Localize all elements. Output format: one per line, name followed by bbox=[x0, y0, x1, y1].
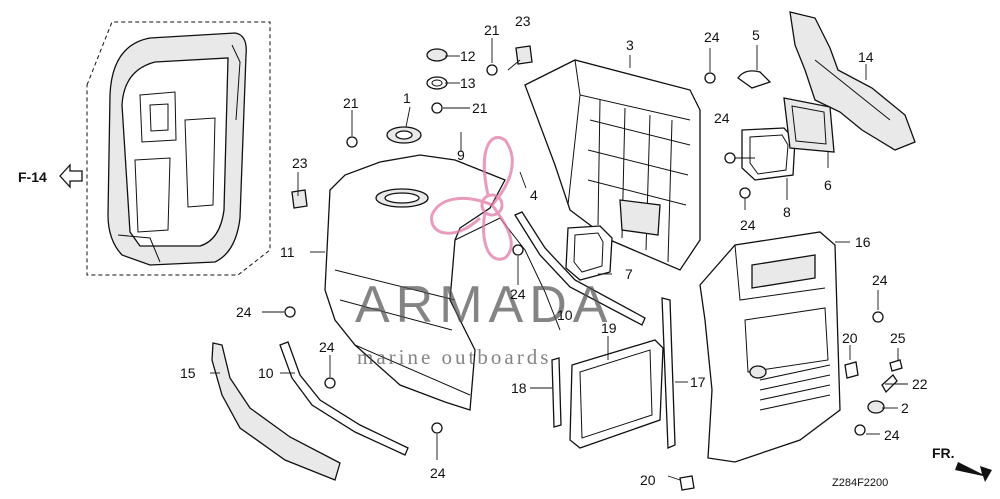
part-2-knob bbox=[867, 400, 885, 414]
part-23-clip-b bbox=[291, 189, 308, 209]
callout-24-bottom-right: 24 bbox=[884, 427, 900, 443]
callout-19: 19 bbox=[601, 320, 617, 336]
callout-14: 14 bbox=[858, 49, 874, 65]
callout-11: 11 bbox=[280, 244, 295, 260]
part-19-frame-seal bbox=[569, 339, 664, 449]
reference-label: F-14 bbox=[18, 169, 47, 185]
part-5-clip bbox=[737, 70, 772, 89]
left-arrow-icon bbox=[59, 163, 83, 189]
callout-9: 9 bbox=[457, 147, 465, 163]
watermark-tagline: marine outboards bbox=[357, 345, 551, 369]
part-13-ring bbox=[426, 76, 448, 90]
callout-22: 22 bbox=[912, 376, 928, 392]
reference-arrow: F-14 bbox=[18, 163, 83, 189]
callout-25: 25 bbox=[890, 330, 906, 346]
part-7-gasket bbox=[565, 225, 613, 281]
watermark-logo bbox=[430, 136, 514, 261]
callout-13: 13 bbox=[460, 75, 476, 91]
part-16-front-panel bbox=[699, 231, 841, 463]
part-10-seals bbox=[279, 211, 646, 456]
part-17-rod bbox=[661, 297, 676, 449]
part-15-side-strip bbox=[211, 342, 341, 481]
part-23-clip-a bbox=[515, 45, 533, 65]
callout-16: 16 bbox=[855, 234, 871, 250]
part-14-side-rail bbox=[789, 11, 916, 151]
callout-12: 12 bbox=[460, 48, 476, 64]
watermark-propeller-icon bbox=[430, 136, 514, 261]
callout-23-left: 23 bbox=[292, 155, 308, 171]
reference-assembly bbox=[86, 21, 271, 276]
callout-2: 2 bbox=[901, 400, 909, 416]
callout-20-bottom: 20 bbox=[640, 472, 656, 488]
callout-5: 5 bbox=[752, 27, 760, 43]
callout-15: 15 bbox=[180, 365, 196, 381]
callout-21-mid: 21 bbox=[472, 100, 488, 116]
callout-24-left: 24 bbox=[236, 304, 252, 320]
part-3-upper-cover bbox=[524, 59, 701, 271]
callout-3: 3 bbox=[626, 37, 634, 53]
callout-24-center: 24 bbox=[510, 286, 526, 302]
callout-21-top: 21 bbox=[484, 22, 500, 38]
callout-24-lower: 24 bbox=[319, 339, 335, 355]
watermark-brand: ARMADA bbox=[355, 276, 613, 334]
callout-10-left: 10 bbox=[258, 365, 274, 381]
callout-17: 17 bbox=[690, 374, 706, 390]
part-22-screw bbox=[881, 374, 898, 394]
part-11-center-cover bbox=[324, 154, 561, 411]
callout-6: 6 bbox=[824, 177, 832, 193]
part-12-cap bbox=[426, 48, 448, 62]
callout-8: 8 bbox=[783, 204, 791, 220]
callout-18: 18 bbox=[511, 380, 527, 396]
diagram-code: Z284F2200 bbox=[832, 477, 888, 489]
direction-label: FR. bbox=[932, 445, 955, 461]
callout-24-upper: 24 bbox=[714, 110, 730, 126]
callout-10-right: 10 bbox=[557, 307, 573, 323]
callouts: 1 2 3 4 5 6 7 8 9 10 10 11 12 13 14 15 1… bbox=[180, 13, 928, 488]
callout-20-right: 20 bbox=[842, 330, 858, 346]
callout-7: 7 bbox=[625, 266, 633, 282]
front-direction-indicator: FR. bbox=[932, 445, 992, 482]
callout-21-left: 21 bbox=[343, 95, 359, 111]
callout-24-bottom: 24 bbox=[430, 465, 446, 481]
part-20-clip-b bbox=[679, 475, 695, 491]
callout-23-top: 23 bbox=[515, 13, 531, 29]
callout-1: 1 bbox=[403, 90, 411, 106]
part-20-clip bbox=[844, 361, 859, 379]
front-arrow-icon bbox=[955, 462, 992, 482]
part-25-nut bbox=[889, 359, 903, 372]
leader-lines bbox=[210, 38, 908, 481]
callout-24-right: 24 bbox=[872, 272, 888, 288]
part-8-gasket bbox=[741, 127, 796, 181]
part-6-grille bbox=[783, 97, 835, 153]
callout-4: 4 bbox=[530, 187, 538, 203]
bolts bbox=[284, 64, 884, 436]
part-18-rod bbox=[551, 357, 562, 428]
callout-24-mid: 24 bbox=[740, 217, 756, 233]
callout-24-top: 24 bbox=[704, 29, 720, 45]
